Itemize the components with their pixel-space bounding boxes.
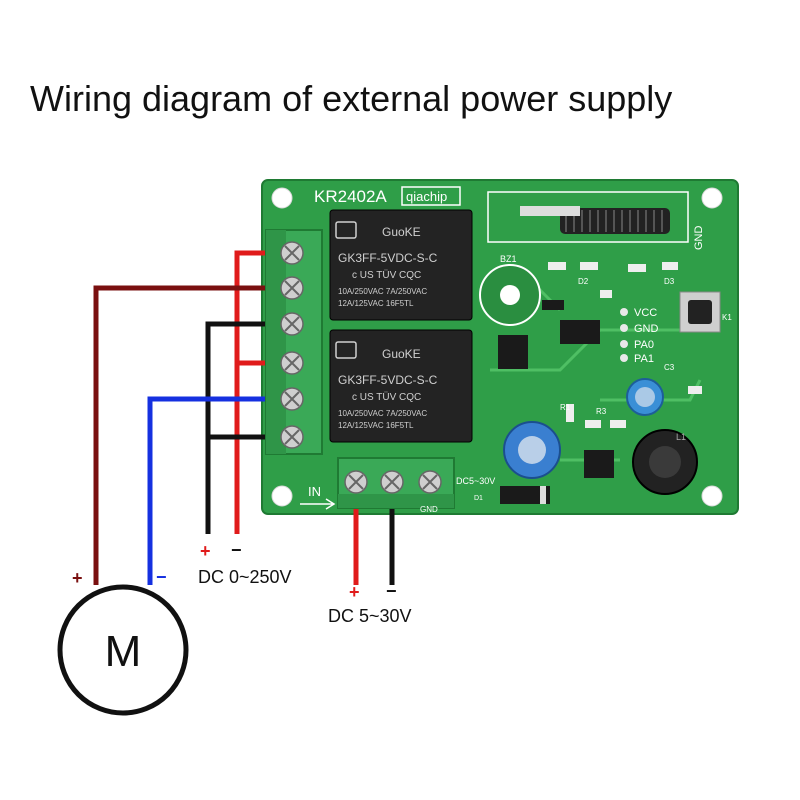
load-supply-label: DC 0~250V (198, 567, 292, 587)
motor-label: M (105, 627, 142, 676)
c3-label: C3 (664, 363, 675, 372)
k1-label: K1 (722, 313, 732, 322)
relay-1-brand: GuoKE (382, 225, 421, 239)
inductor (632, 429, 698, 495)
board-supply-minus: − (386, 581, 397, 601)
pin-gnd: GND (634, 323, 659, 335)
input-screws (344, 470, 442, 494)
load-supply-plus: + (200, 541, 211, 561)
board-supply-label: DC 5~30V (328, 606, 412, 626)
supply-wires (353, 495, 395, 585)
antenna-gnd-label: GND (693, 226, 705, 251)
diode-d3 (500, 486, 550, 504)
board-brand: qiachip (406, 189, 447, 204)
board-model: KR2402A (314, 187, 387, 206)
relay-1-part: GK3FF-5VDC-S-C (338, 251, 438, 265)
pin-vcc: VCC (634, 307, 657, 319)
relay-1 (329, 209, 473, 321)
relay-2-brand: GuoKE (382, 347, 421, 361)
buzzer-label: BZ1 (500, 254, 517, 264)
page-title: Wiring diagram of external power supply (30, 78, 673, 119)
pair-button (679, 291, 721, 333)
l1-label: L1 (676, 432, 686, 442)
d2-label: D3 (664, 277, 675, 286)
relay-1-cert: c US TÜV CQC (352, 269, 421, 281)
relay-2 (329, 329, 473, 443)
load-wires (93, 250, 280, 585)
input-arrow-icon (300, 498, 336, 510)
d3-label: D1 (474, 495, 483, 502)
motor-plus: + (72, 568, 83, 588)
antenna-module (487, 191, 689, 243)
d1-label: D2 (578, 277, 589, 286)
load-supply-minus: − (231, 540, 242, 560)
input-marker: IN (308, 484, 321, 499)
buzzer (479, 264, 541, 326)
input-pin-dc: DC5~30V (456, 476, 495, 486)
board-supply-plus: + (349, 582, 360, 602)
motor-minus: − (156, 567, 167, 587)
relay-1-rating-2: 12A/125VAC 16F5TL (338, 299, 414, 308)
pin-pa0: PA0 (634, 339, 654, 351)
input-pin-gnd: GND (420, 505, 438, 514)
output-screws (280, 241, 304, 449)
motor (57, 584, 189, 716)
pin-pa1: PA1 (634, 353, 654, 365)
r1-label: R1 (560, 403, 571, 412)
relay-2-part: GK3FF-5VDC-S-C (338, 373, 438, 387)
relay-2-rating-1: 10A/250VAC 7A/250VAC (338, 409, 427, 418)
relay-2-rating-2: 12A/125VAC 16F5TL (338, 421, 414, 430)
smd-components (548, 262, 702, 428)
ic-chips (498, 300, 614, 478)
relay-2-cert: c US TÜV CQC (352, 391, 421, 403)
capacitors (503, 378, 664, 479)
pin-labels (620, 308, 628, 362)
r3-label: R3 (596, 407, 607, 416)
relay-1-rating-1: 10A/250VAC 7A/250VAC (338, 287, 427, 296)
output-terminal-block (265, 229, 323, 455)
